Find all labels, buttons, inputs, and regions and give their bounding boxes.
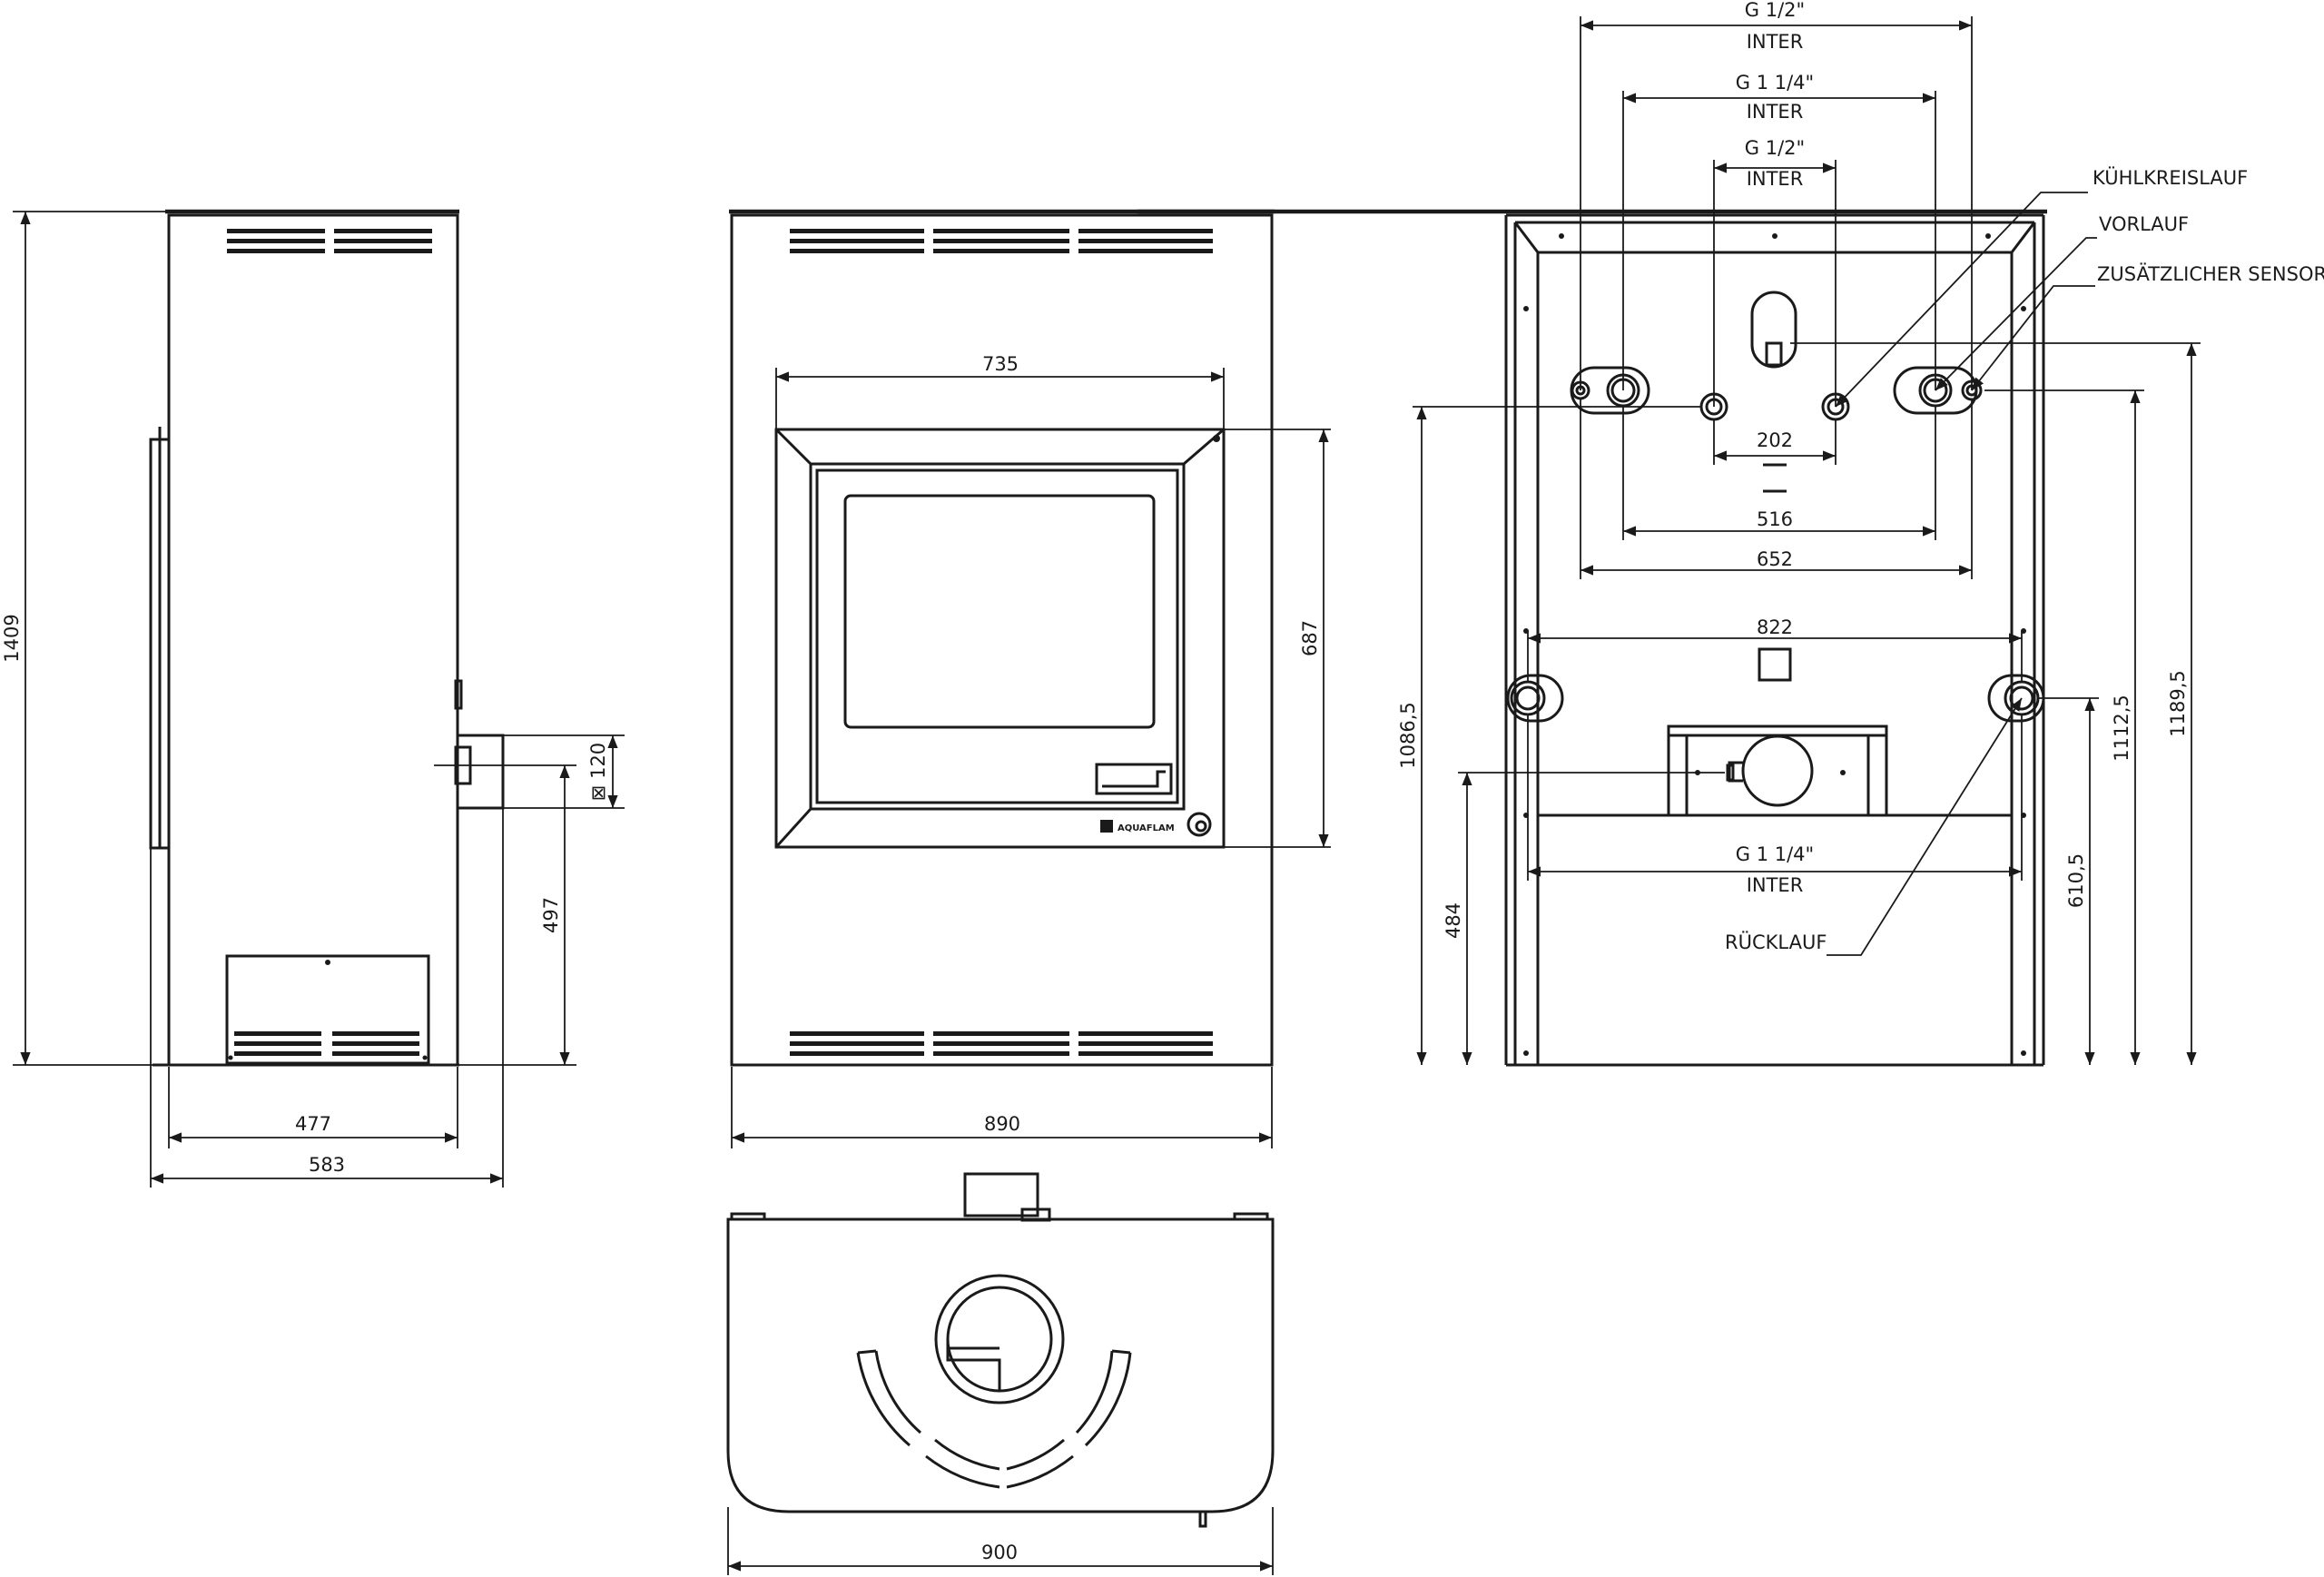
side-top-grille [227,229,432,253]
rear-label-return: RÜCKLAUF [1725,931,1827,953]
rear-label-flow: VORLAUF [2099,213,2189,235]
side-view: 1409 477 583 497 ⊠ 120 [1,209,625,1188]
rear-lower-left-plate [1506,674,1564,723]
rear-label-sensor: ZUSÄTZLICHER SENSOR [2097,262,2324,285]
side-rear-tab [454,679,463,710]
front-width-label: 890 [984,1113,1020,1135]
rear-conn-top-mid-label: G 1 1/4" [1736,72,1814,94]
side-depth-inner-label: 477 [295,1113,331,1135]
front-brand-logo: AQUAFLAM [1100,820,1175,833]
rear-height-1189: 1189,5 [2167,670,2189,736]
side-height-label: 1409 [1,614,23,662]
side-body [167,213,459,1067]
top-flue-ring [934,1274,1065,1405]
front-door-width-label: 735 [982,353,1019,375]
rear-flue-box [1667,724,1888,817]
rear-dim-652: 652 [1757,548,1793,570]
rear-label-cooling: KÜHLKREISLAUF [2093,166,2248,189]
front-door-handle [1095,763,1173,795]
top-air-slots [856,1349,1132,1489]
top-flue-outlet [963,1172,1039,1217]
rear-height-484: 484 [1443,902,1464,939]
front-door-frame [774,428,1226,849]
rear-conn-top-inner-type: INTER [1747,168,1804,190]
rear-conn-top-outer-label: G 1/2" [1745,0,1805,21]
front-top-grille [790,229,1213,253]
side-outlet-height-label: 497 [540,897,562,933]
top-width-label: 900 [981,1542,1018,1563]
rear-height-610: 610,5 [2065,853,2087,908]
front-control-knob-icon [1187,812,1212,837]
rear-conn-top-outer-type: INTER [1747,31,1804,53]
rear-height-1112: 1112,5 [2111,695,2132,761]
rear-conn-top-mid-type: INTER [1747,101,1804,123]
front-view: AQUAFLAM 735 687 890 [729,209,1331,1148]
svg-text:AQUAFLAM: AQUAFLAM [1118,823,1175,833]
rear-view: G 1/2" INTER G 1 1/4" INTER G 1/2" INTER… [1137,0,2324,1067]
rear-sensor-slot [1750,291,1797,369]
side-bottom-grille [234,1031,419,1056]
front-door-inner-frame [809,462,1186,811]
front-door-height-label: 687 [1299,620,1321,656]
front-bottom-grille [790,1031,1213,1056]
rear-conn-top-inner-label: G 1/2" [1745,137,1805,159]
rear-dim-202: 202 [1757,429,1793,451]
front-door-glass [843,494,1156,729]
side-flue-outlet [456,734,505,810]
top-body-outline [726,1217,1275,1513]
rear-flue-pipe [1741,734,1814,807]
front-door-glass-border [815,468,1179,804]
rear-dim-516: 516 [1757,508,1793,530]
rear-height-1086: 1086,5 [1397,702,1419,768]
rear-conn-bottom-label: G 1 1/4" [1736,843,1814,865]
top-view: 900 [726,1172,1275,1575]
side-depth-outer-label: 583 [309,1154,345,1176]
front-body [730,213,1274,1067]
rear-square-port [1758,647,1792,682]
side-outlet-size-label: ⊠ 120 [587,743,609,801]
rear-conn-bottom-type: INTER [1747,874,1804,896]
side-ash-box [225,954,430,1065]
rear-dim-822: 822 [1757,616,1793,638]
